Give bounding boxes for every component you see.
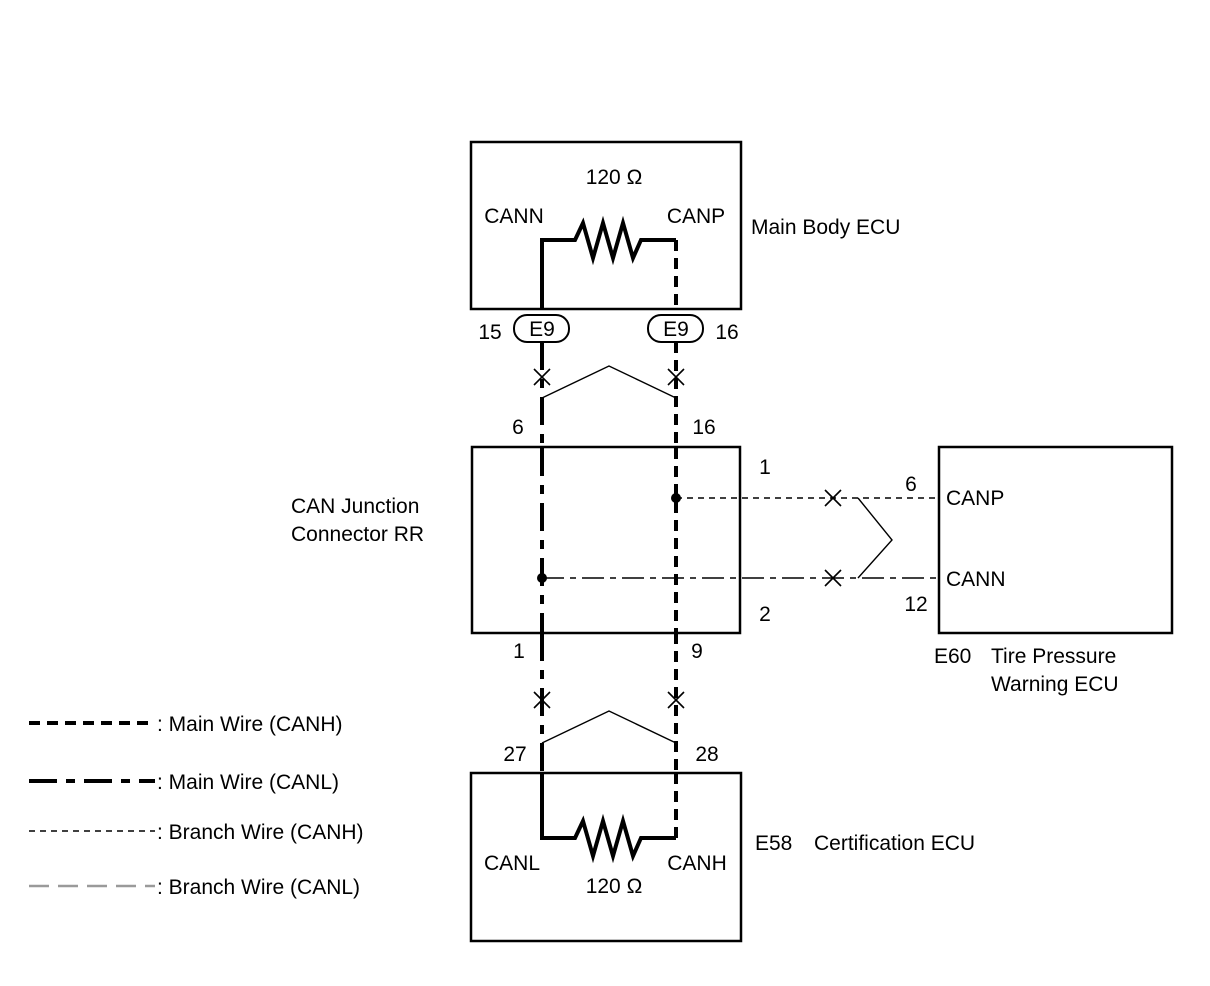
main-body-ecu-label: Main Body ECU <box>751 216 900 239</box>
certification-ecu-box <box>469 771 743 943</box>
x-mark-lower-left <box>533 691 551 709</box>
main-body-resistor-symbol <box>540 215 676 309</box>
can-junction-connector-box <box>470 445 742 635</box>
terminal-1-junction-branch-label: 1 <box>759 456 771 479</box>
main-body-ecu-resistor-label: 120 Ω <box>586 166 643 189</box>
terminal-16-main-body-label: 16 <box>715 321 738 344</box>
x-mark-lower-right <box>667 691 685 709</box>
legend-branch-canh-label: : Branch Wire (CANH) <box>157 821 364 844</box>
connector-e9-left-label: E9 <box>529 318 555 341</box>
terminal-2-junction-branch-label: 2 <box>759 603 771 626</box>
connector-e9-right-label: E9 <box>663 318 689 341</box>
legend: : Main Wire (CANH) : Main Wire (CANL) : … <box>29 713 364 899</box>
certification-ecu-pin-canl: CANL <box>484 852 540 875</box>
legend-main-canh-label: : Main Wire (CANH) <box>157 713 343 736</box>
terminal-1-junction-bottom-label: 1 <box>513 640 525 663</box>
main-body-ecu-box <box>469 140 743 311</box>
twisted-pair-symbol-lower <box>541 710 677 744</box>
certification-ecu-pin-canh: CANH <box>667 852 727 875</box>
tire-pressure-ecu-pin-cann: CANN <box>946 568 1006 591</box>
certification-ecu-resistor-label: 120 Ω <box>586 875 643 898</box>
tire-pressure-ecu-label-line1: Tire Pressure <box>991 645 1116 668</box>
certification-ecu-label: Certification ECU <box>814 832 975 855</box>
terminal-9-junction-bottom-label: 9 <box>691 640 703 663</box>
x-mark-upper-left <box>533 368 551 386</box>
certification-resistor-symbol <box>540 773 676 864</box>
connector-e58-label: E58 <box>755 832 792 855</box>
terminal-15-label: 15 <box>478 321 501 344</box>
junction-connector-label-line2: Connector RR <box>291 523 424 546</box>
junction-connector-label-line1: CAN Junction <box>291 495 419 518</box>
connector-e60-label: E60 <box>934 645 971 668</box>
twisted-pair-symbol-branch <box>857 497 893 579</box>
tire-pressure-ecu-label-line2: Warning ECU <box>991 673 1119 696</box>
legend-branch-canl-label: : Branch Wire (CANL) <box>157 876 360 899</box>
tire-pressure-warning-ecu-box <box>937 445 1174 635</box>
main-body-ecu-pin-cann: CANN <box>484 205 544 228</box>
x-mark-upper-right <box>667 368 685 386</box>
tire-pressure-ecu-pin-canp: CANP <box>946 487 1004 510</box>
legend-main-canl-label: : Main Wire (CANL) <box>157 771 339 794</box>
twisted-pair-symbol-upper <box>541 365 677 399</box>
terminal-6-tire-pressure-label: 6 <box>905 473 917 496</box>
x-mark-branch-canl <box>824 569 842 587</box>
terminal-27-label: 27 <box>503 743 526 766</box>
terminal-12-tire-pressure-label: 12 <box>904 593 927 616</box>
terminal-6-junction-label: 6 <box>512 416 524 439</box>
x-mark-branch-canh <box>824 489 842 507</box>
terminal-28-label: 28 <box>695 743 718 766</box>
main-body-ecu-pin-canp: CANP <box>667 205 725 228</box>
terminal-16-junction-label: 16 <box>692 416 715 439</box>
